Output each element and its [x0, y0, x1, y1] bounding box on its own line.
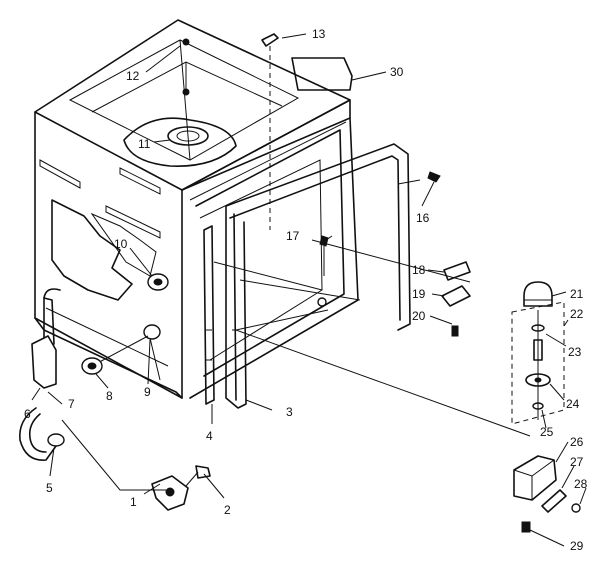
tub-body [34, 19, 351, 399]
part-13-clip [261, 33, 279, 230]
callout-2: 2 [224, 503, 231, 517]
callout-9: 9 [144, 385, 151, 399]
trim-strip [203, 225, 215, 405]
callout-21: 21 [570, 287, 584, 301]
callout-26: 26 [570, 435, 584, 449]
callout-29: 29 [570, 539, 584, 553]
part-9-inlet [91, 324, 161, 381]
part-2-screw [185, 465, 211, 487]
door-opening-frame [181, 117, 361, 399]
fill-hose-assembly [19, 288, 65, 461]
callout-leaders [31, 33, 587, 547]
callout-8: 8 [106, 389, 113, 403]
latch-assembly [511, 281, 581, 533]
part-11-grommet [123, 117, 237, 167]
callout-18: 18 [412, 263, 426, 277]
part-30-label-plate [291, 57, 353, 91]
callout-labels: 1 2 3 4 5 6 7 8 9 10 11 12 13 16 17 18 1… [24, 27, 588, 553]
callout-30: 30 [390, 65, 404, 79]
callout-11: 11 [138, 137, 151, 151]
callout-12: 12 [126, 69, 140, 83]
callout-5: 5 [46, 481, 53, 495]
part-19-bracket [441, 285, 471, 307]
callout-10: 10 [114, 237, 128, 251]
leader-lines [61, 179, 531, 491]
callout-20: 20 [412, 309, 426, 323]
callout-23: 23 [568, 345, 582, 359]
callout-22: 22 [570, 307, 584, 321]
callout-27: 27 [570, 455, 584, 469]
part-10-plug [147, 273, 169, 291]
callout-4: 4 [206, 429, 213, 443]
part-17-screw [319, 235, 329, 276]
callout-28: 28 [574, 477, 588, 491]
callout-7: 7 [68, 397, 75, 411]
part-18-bracket [443, 261, 471, 281]
part-12-ring [182, 38, 190, 96]
callout-1: 1 [130, 495, 137, 509]
part-20-screw [451, 325, 459, 337]
callout-25: 25 [540, 425, 554, 439]
callout-19: 19 [412, 287, 426, 301]
door-gasket [225, 143, 411, 409]
part-8-washer [81, 357, 103, 375]
part-1-valve [151, 475, 189, 511]
callout-24: 24 [566, 397, 580, 411]
callout-6: 6 [24, 407, 31, 421]
callout-13: 13 [312, 27, 326, 41]
callout-17: 17 [286, 229, 300, 243]
callout-3: 3 [286, 405, 293, 419]
part-16-screw [427, 171, 441, 183]
callout-16: 16 [416, 211, 430, 225]
